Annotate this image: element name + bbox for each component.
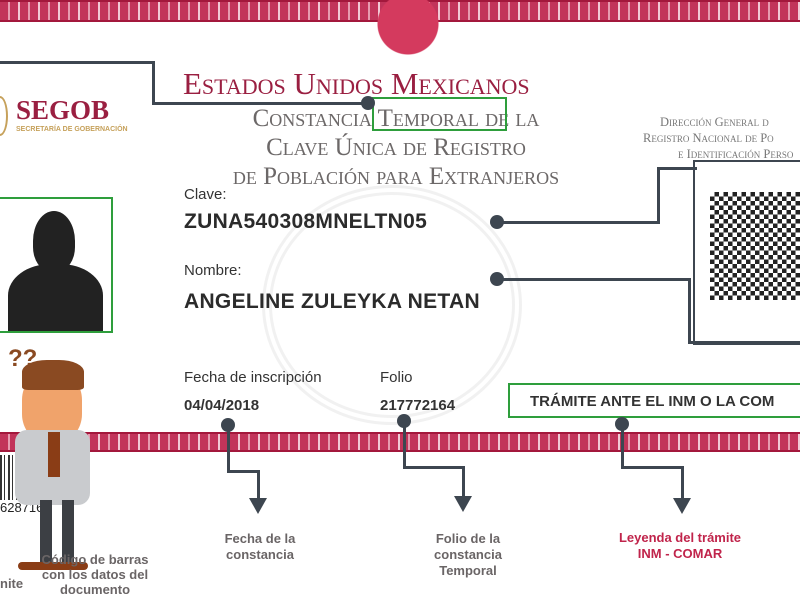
segob-emblem-icon xyxy=(0,96,8,136)
caption-line: Folio de la xyxy=(435,531,501,546)
connector-line xyxy=(657,167,697,170)
agency-line-1: Dirección General d xyxy=(660,115,769,129)
connector-line xyxy=(0,61,155,64)
caption-line: constancia xyxy=(226,547,294,562)
caption-line: Código de barras xyxy=(41,552,149,567)
agency-line-2: Registro Nacional de Po xyxy=(643,131,774,145)
fecha-label: Fecha de inscripción xyxy=(184,369,322,386)
document-title: Estados Unidos Mexicanos xyxy=(183,66,530,101)
agency-line-3: e Identificación Perso xyxy=(678,147,794,161)
caption-fecha: Fecha de la constancia xyxy=(210,531,310,563)
connector-line xyxy=(621,466,684,469)
eagle-watermark xyxy=(262,185,522,425)
subtitle-line-1: Constancia Temporal de la xyxy=(252,105,540,132)
qr-frame xyxy=(693,160,800,345)
connector-dot xyxy=(361,96,375,110)
arrow-down-icon xyxy=(673,498,691,514)
nombre-label: Nombre: xyxy=(184,262,242,279)
subtitle-line-2: Clave Única de Registro xyxy=(266,134,526,161)
connector-line xyxy=(621,424,624,469)
caption-left-cut: nite xyxy=(0,576,24,591)
connector-line xyxy=(403,466,465,469)
bottom-decorative-band xyxy=(0,432,800,452)
connector-line xyxy=(152,102,367,105)
caption-leyenda: Leyenda del trámite INM - COMAR xyxy=(610,530,750,562)
caption-line: documento xyxy=(59,582,131,597)
cartoon-tie xyxy=(48,432,60,477)
silhouette-body xyxy=(8,264,103,331)
nombre-value: ANGELINE ZULEYKA NETAN xyxy=(184,290,480,313)
caption-line: Leyenda del trámite xyxy=(618,530,742,545)
caption-line: INM - COMAR xyxy=(637,546,723,561)
caption-line: constancia xyxy=(434,547,502,562)
segob-tagline: SECRETARÍA DE GOBERNACIÓN xyxy=(16,126,128,133)
connector-line xyxy=(462,466,465,498)
connector-line xyxy=(497,221,660,224)
connector-line xyxy=(688,278,691,344)
caption-barcode: Código de barras con los datos del docum… xyxy=(30,552,160,597)
connector-line xyxy=(681,466,684,499)
cartoon-hair xyxy=(22,360,84,390)
subtitle-line-3: de Población para Extranjeros xyxy=(232,163,560,190)
clave-value: ZUNA540308MNELTN05 xyxy=(184,210,428,233)
cartoon-shoes xyxy=(18,562,88,570)
arrow-down-icon xyxy=(454,496,472,512)
qr-code xyxy=(710,192,800,300)
connector-line xyxy=(403,421,406,469)
caption-line: con los datos del xyxy=(41,567,149,582)
tramite-highlight-box xyxy=(508,383,800,418)
connector-line xyxy=(227,425,230,473)
folio-label: Folio xyxy=(380,369,413,386)
connector-line xyxy=(152,61,155,105)
connector-line xyxy=(497,278,691,281)
silhouette-head xyxy=(33,211,75,271)
segob-logo: SEGOB xyxy=(16,95,110,125)
connector-line xyxy=(657,167,660,224)
caption-line: Temporal xyxy=(439,563,497,578)
connector-line xyxy=(227,470,260,473)
cartoon-leg xyxy=(40,500,52,565)
question-marks-icon: ?? xyxy=(8,345,38,372)
connector-line xyxy=(688,341,800,344)
caption-line: Fecha de la xyxy=(224,531,296,546)
tramite-value: TRÁMITE ANTE EL INM O LA COM xyxy=(530,393,775,410)
arrow-down-icon xyxy=(249,498,267,514)
coat-of-arms-seal xyxy=(298,0,518,60)
caption-folio: Folio de la constancia Temporal xyxy=(418,531,518,579)
fecha-value: 04/04/2018 xyxy=(184,397,260,414)
connector-line xyxy=(257,470,260,500)
photo-frame xyxy=(0,197,113,333)
temporal-highlight-box xyxy=(372,97,507,131)
clave-label: Clave: xyxy=(184,186,227,203)
folio-value: 217772164 xyxy=(380,397,456,414)
cartoon-leg xyxy=(62,500,74,565)
